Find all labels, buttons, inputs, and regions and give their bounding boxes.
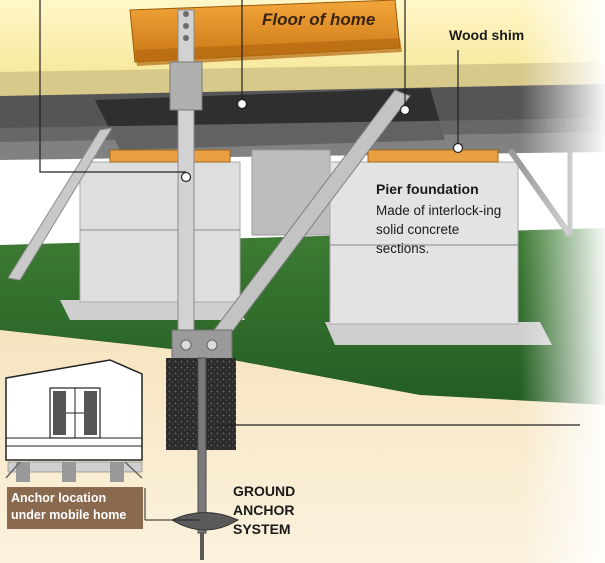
left-pier-pad (60, 300, 245, 320)
wood-shim-label: Wood shim (449, 27, 525, 43)
pier-foundation-description: Made of interlock-ing solid concrete sec… (376, 203, 502, 256)
left-pier (79, 161, 241, 303)
floor-label: Floor of home (262, 10, 376, 29)
leader-line-left (39, 0, 186, 173)
right-pier-pad (325, 322, 552, 345)
left-diagonal-strap (7, 127, 113, 281)
pier-foundation-title: Pier foundation (376, 181, 479, 197)
right-wood-shim (367, 149, 499, 163)
anchor-helix (170, 512, 240, 531)
mobile-home-inset (5, 359, 200, 521)
ground-anchor-label: GROUND ANCHOR SYSTEM (233, 483, 296, 537)
right-pier (329, 161, 519, 325)
left-wood-shim (109, 149, 231, 163)
strap-bracket (169, 61, 203, 111)
anchor-shaft (197, 357, 207, 534)
anchor-location-label: Anchor location under mobile home (7, 487, 143, 529)
